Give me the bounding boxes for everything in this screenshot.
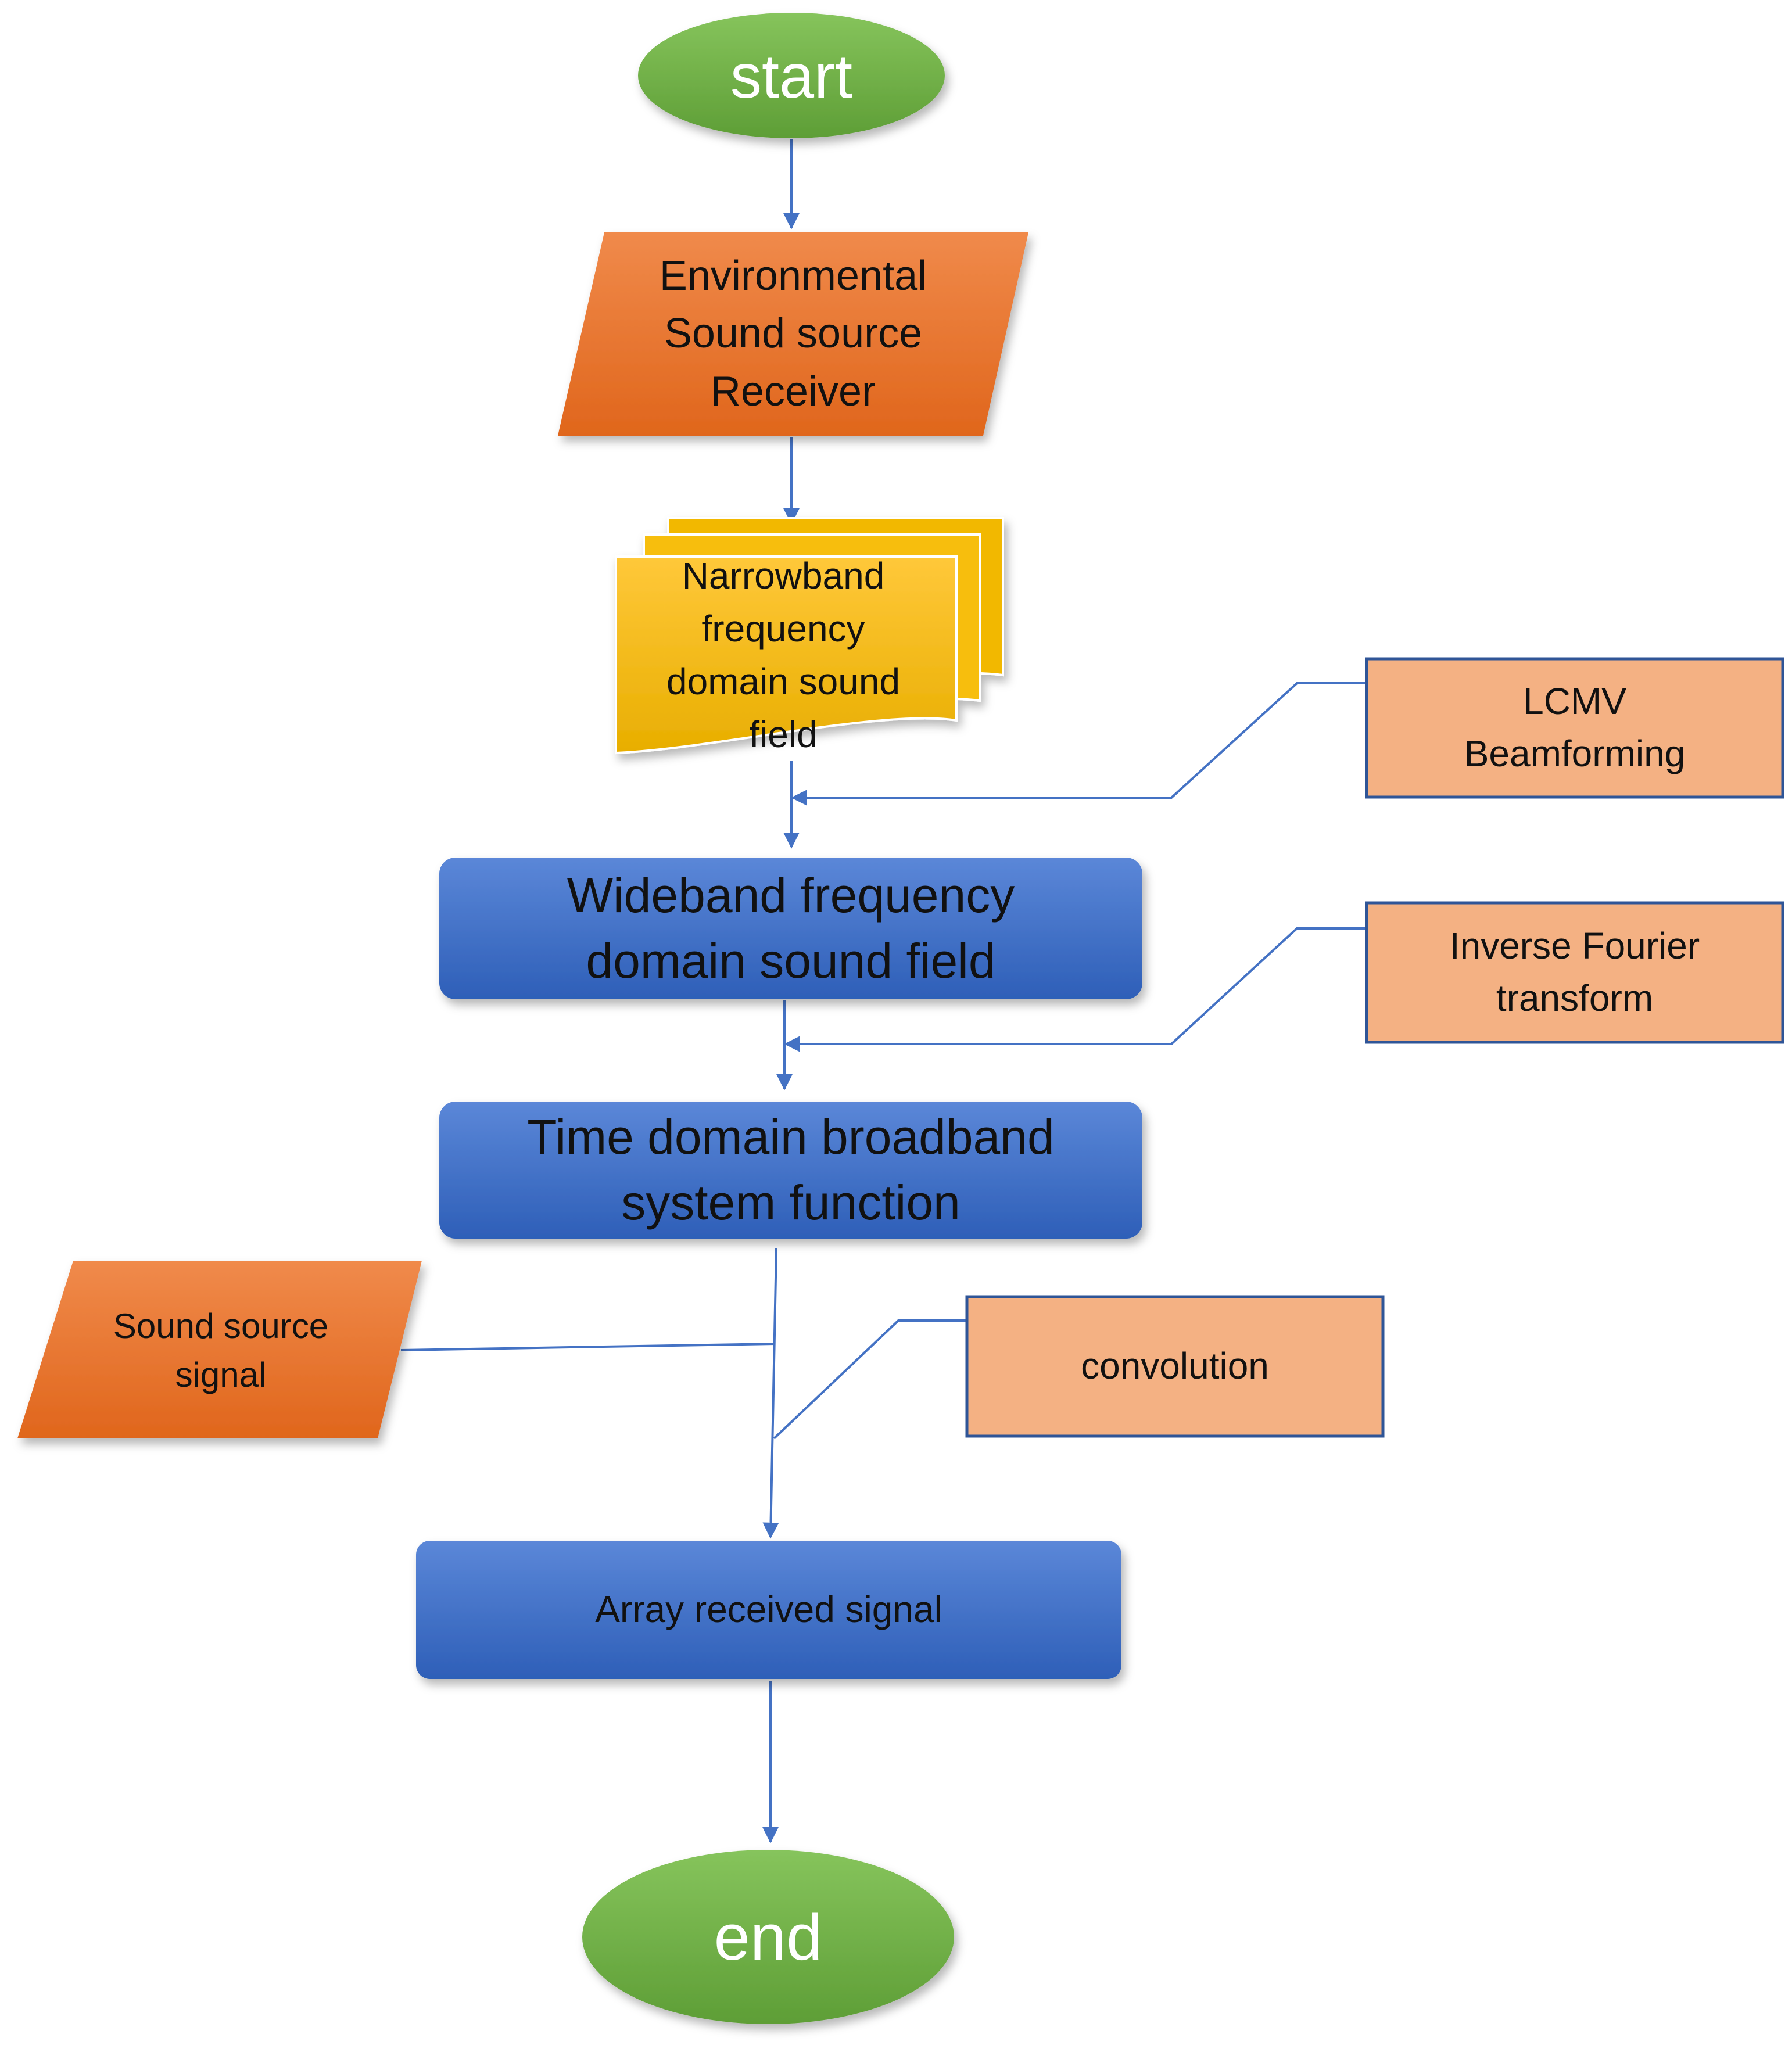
connectors bbox=[400, 139, 1365, 1843]
ifft-label: Inverse Fourier transform bbox=[1449, 925, 1700, 1019]
wideband-label: Wideband frequency domain sound field bbox=[567, 867, 1015, 988]
sound-source-io-shape bbox=[17, 1261, 422, 1438]
array-received-process-shape bbox=[416, 1541, 1121, 1679]
lcmv-annotation-box bbox=[1365, 657, 1784, 799]
edge-soundsource-join bbox=[400, 1343, 776, 1351]
start-label: start bbox=[730, 40, 853, 111]
edge-lcmv-join bbox=[791, 682, 1365, 806]
convolution-label: convolution bbox=[1081, 1345, 1269, 1387]
convolution-annotation-box bbox=[965, 1295, 1385, 1438]
time-domain-label: Time domain broadband system function bbox=[527, 1109, 1055, 1230]
environmental-io-shape bbox=[558, 232, 1028, 436]
wideband-process-shape bbox=[439, 858, 1142, 999]
edge-timedomain-array bbox=[762, 1247, 779, 1539]
lcmv-label: LCMV Beamforming bbox=[1464, 680, 1686, 774]
time-domain-process-shape bbox=[439, 1102, 1142, 1239]
environmental-label: Environmental Sound source Receiver bbox=[659, 252, 927, 415]
end-terminal bbox=[582, 1850, 954, 2024]
narrowband-label: Narrowband frequency domain sound field bbox=[666, 555, 901, 755]
narrowband-document-shape bbox=[615, 517, 1004, 755]
ifft-annotation-box bbox=[1365, 901, 1784, 1044]
array-received-label: Array received signal bbox=[595, 1588, 942, 1631]
edge-convolution-join bbox=[773, 1319, 967, 1440]
start-terminal bbox=[638, 13, 945, 138]
end-label: end bbox=[714, 1901, 823, 1974]
sound-source-label: Sound source signal bbox=[113, 1307, 329, 1394]
edge-ifft-join bbox=[784, 927, 1365, 1052]
